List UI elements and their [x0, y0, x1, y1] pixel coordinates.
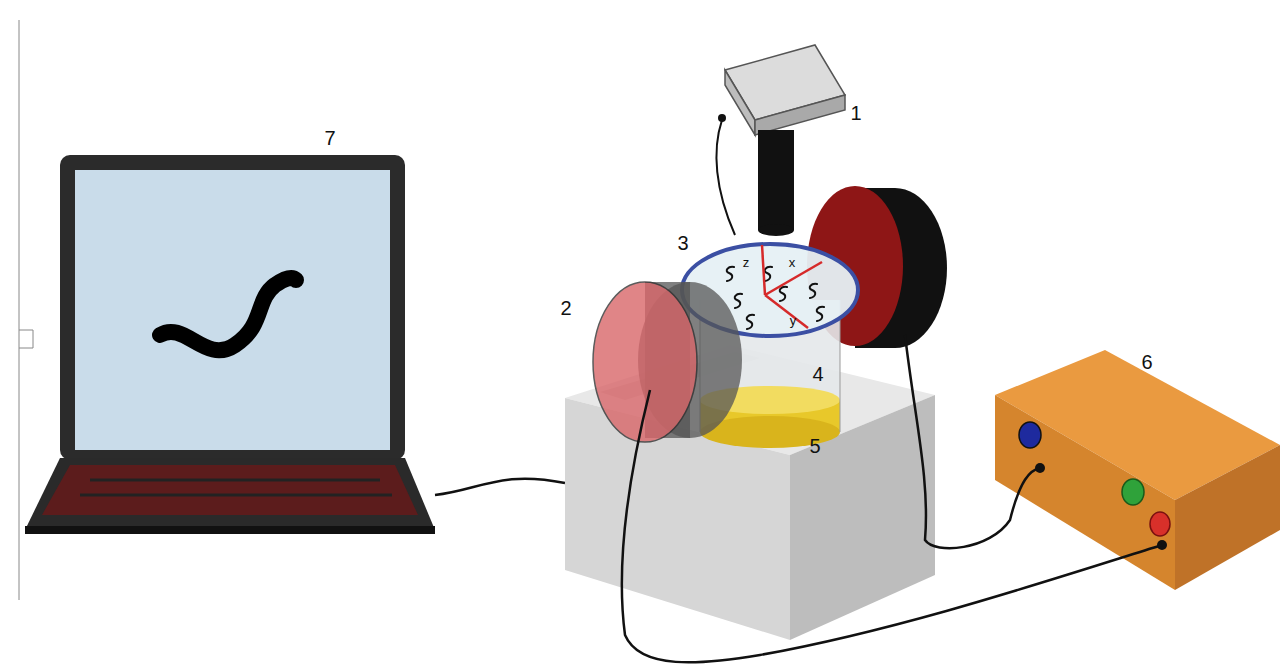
- magnet-cable: [622, 390, 1162, 662]
- camera: [718, 45, 845, 236]
- camera-cable: [716, 120, 735, 235]
- magnet-cable: [905, 335, 1040, 548]
- frame-line: [19, 20, 20, 600]
- frame-tab: [19, 330, 33, 348]
- callout-number: 4: [812, 364, 823, 384]
- axis-label: y: [790, 314, 797, 327]
- laptop: [25, 155, 435, 534]
- axis-label: z: [743, 256, 750, 269]
- callout-number: 5: [809, 436, 820, 456]
- callout-number: 7: [324, 128, 335, 148]
- axis-label: x: [789, 256, 796, 269]
- callout-number: 3: [677, 233, 688, 253]
- callout-number: 1: [850, 103, 861, 123]
- usb-cable: [435, 479, 565, 495]
- callout-number: 2: [912, 208, 923, 228]
- electromagnet-left: [593, 282, 742, 442]
- callout-number: 6: [1141, 352, 1152, 372]
- callout-number: 2: [560, 298, 571, 318]
